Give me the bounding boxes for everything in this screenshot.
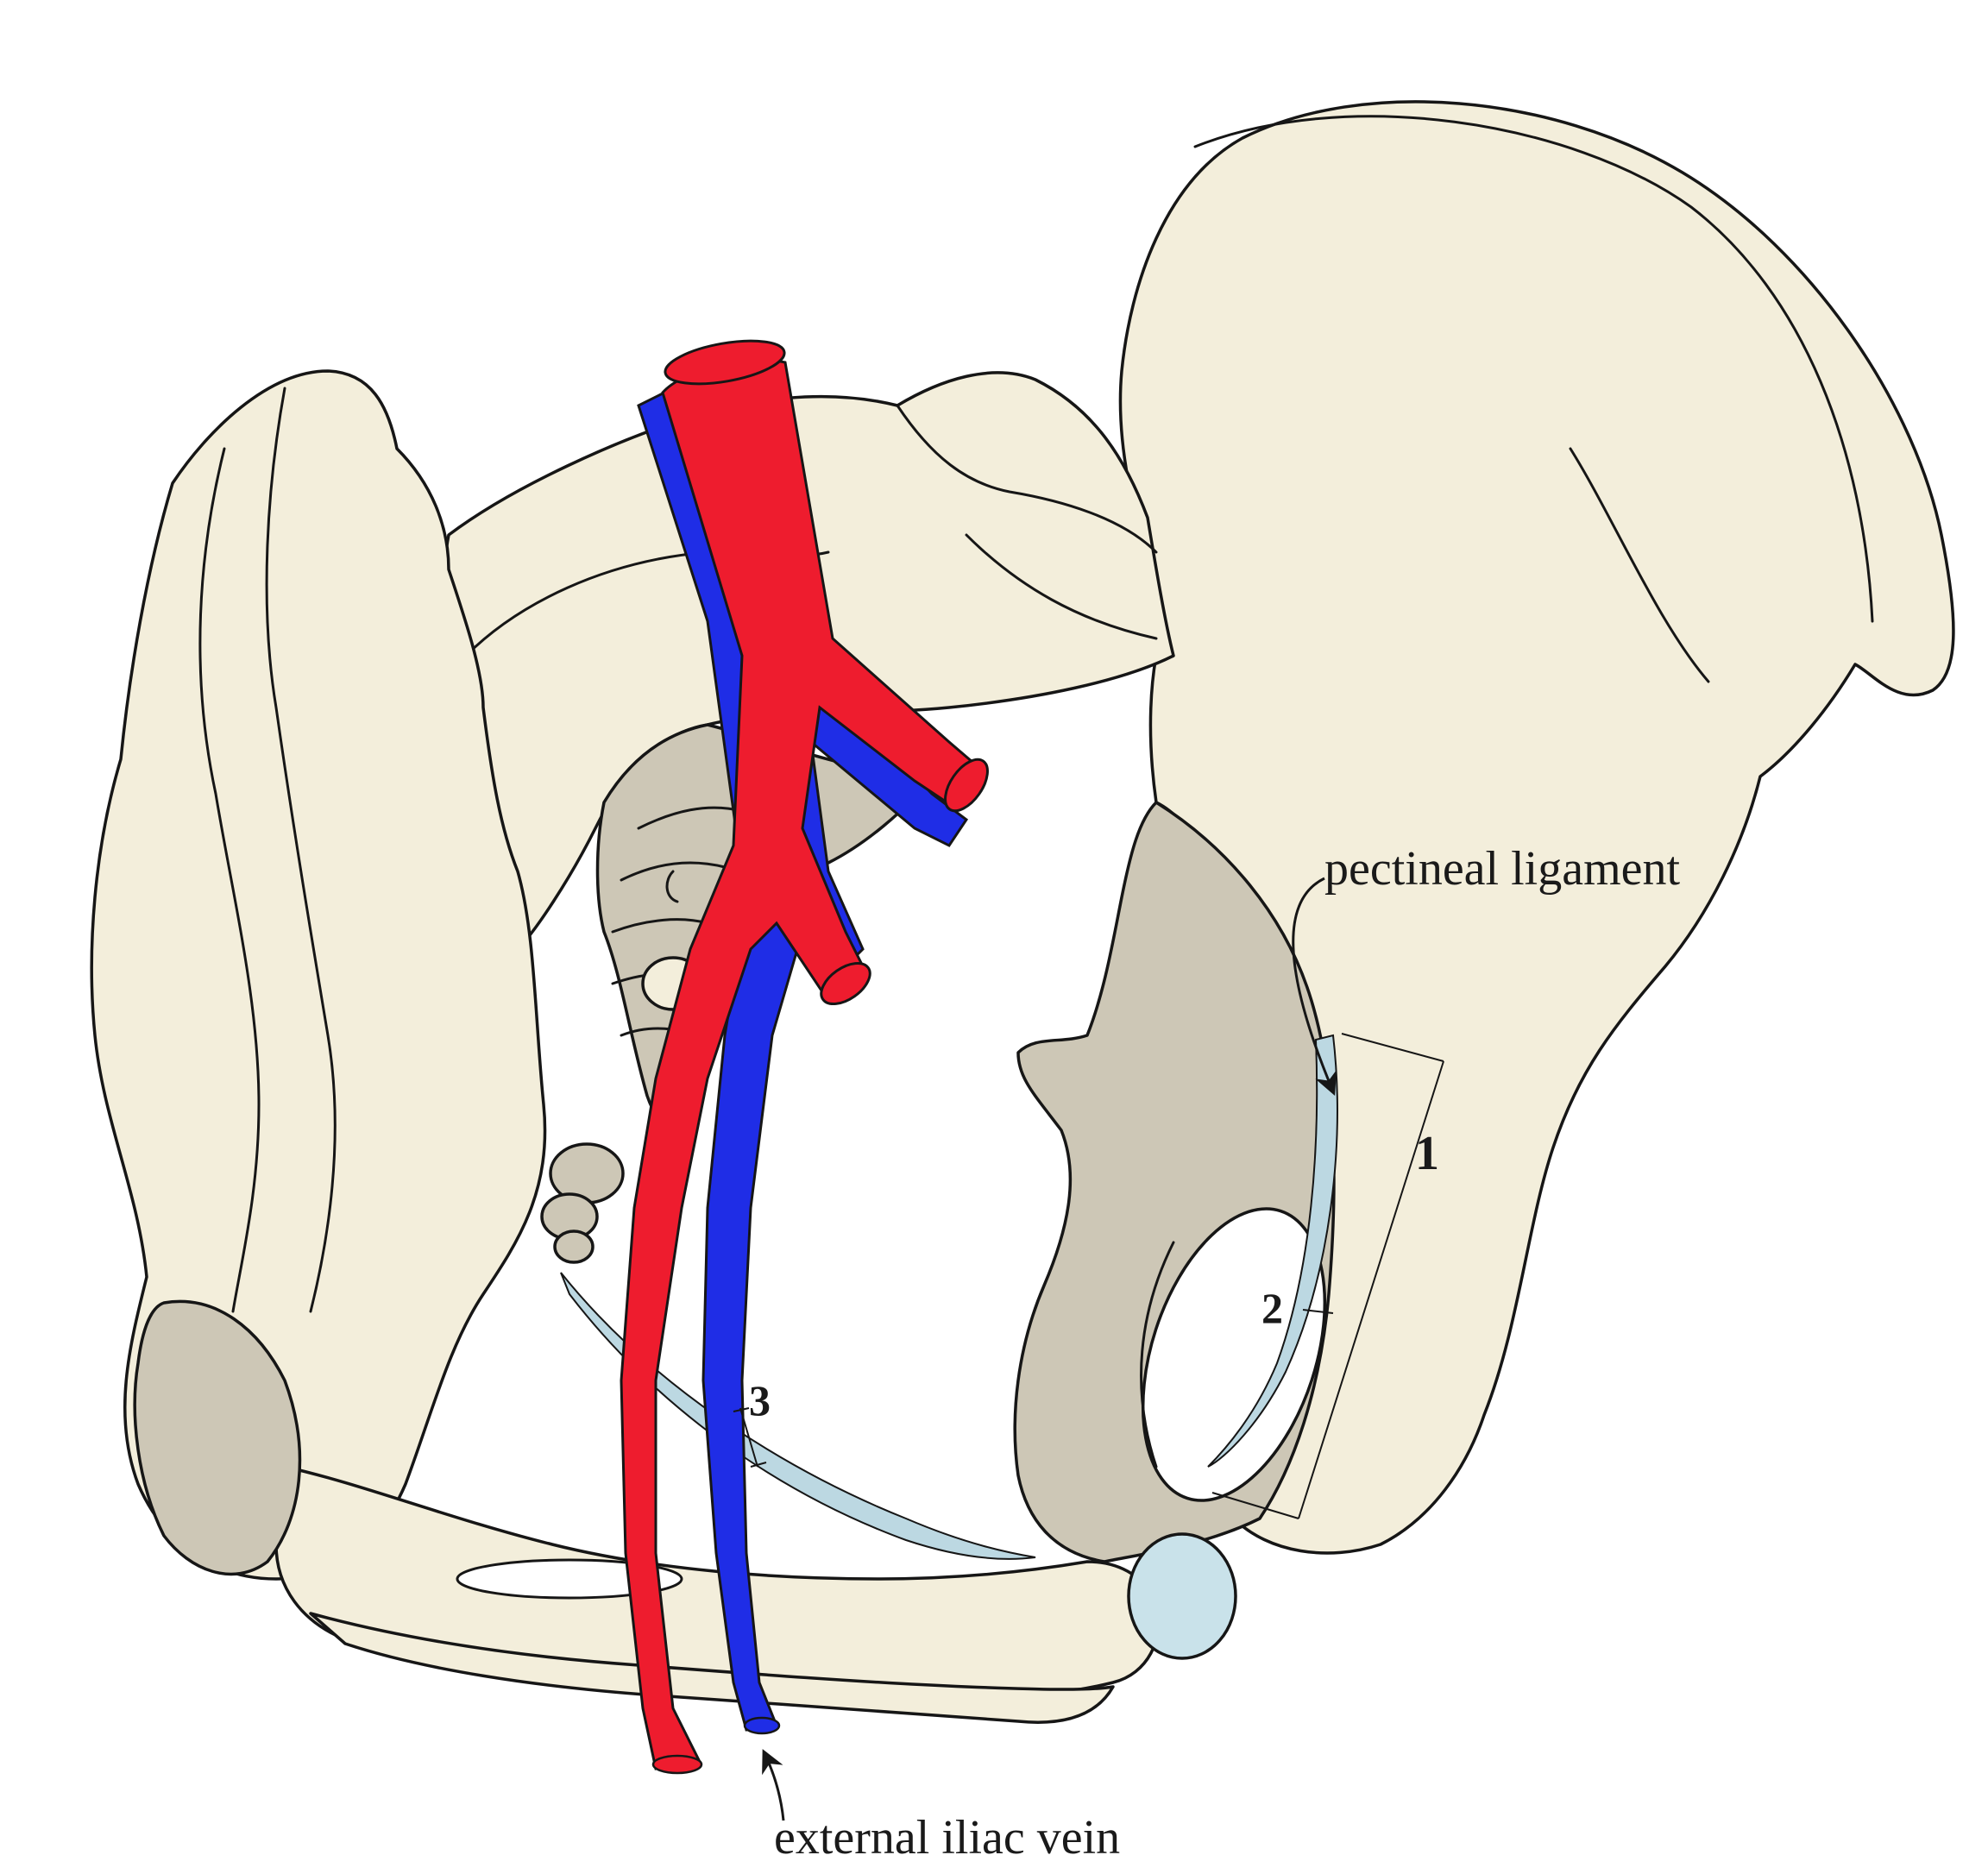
artery-top-cut: [664, 339, 786, 386]
obturator-foramen: [1141, 1207, 1327, 1502]
measurement-1-label: 1: [1415, 1127, 1439, 1180]
pectineal-ligament-arrow: [1292, 877, 1337, 1096]
external-iliac-vein-arrow: [762, 1749, 785, 1821]
measurement-3-label: 3: [749, 1376, 771, 1424]
measurement-2-tick: [1302, 1309, 1334, 1314]
measurement-1-bracket: [1211, 1033, 1444, 1519]
left-ilium: [90, 369, 547, 1581]
measurement-3-tick: [733, 1407, 767, 1468]
iliac-vein: [637, 390, 969, 1735]
iliac-artery: [620, 339, 989, 1775]
coccyx: [540, 1142, 625, 1264]
measurement-2-label: 2: [1261, 1284, 1283, 1332]
ramus-gap: [456, 1558, 683, 1600]
pubic-symphysis: [1127, 1532, 1237, 1660]
pubic-ramus: [274, 1465, 1161, 1724]
external-iliac-vein-label: external iliac vein: [774, 1811, 1120, 1865]
pectineal-ligament-label: pectineal ligament: [1324, 842, 1680, 896]
left-acetabulum: [133, 1299, 302, 1576]
